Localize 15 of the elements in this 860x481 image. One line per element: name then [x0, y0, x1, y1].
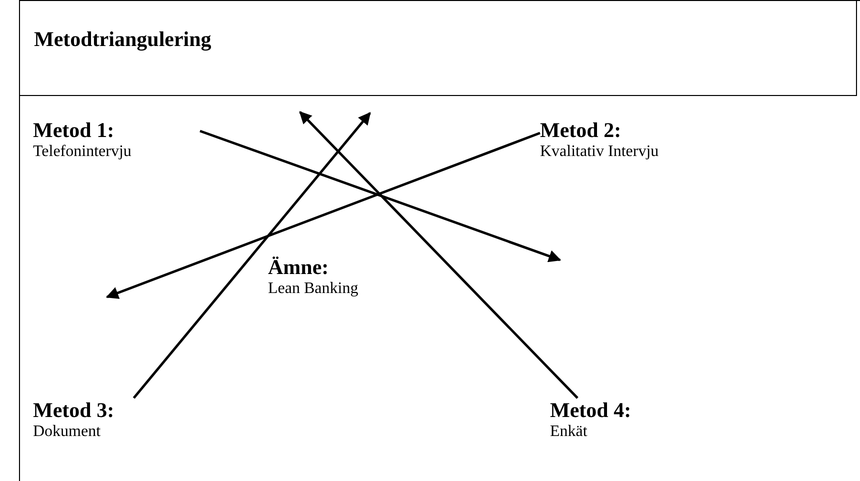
method-text: Telefonintervju — [33, 142, 132, 162]
method-heading: Metod 1: — [33, 118, 116, 142]
diagram-title: Metodtriangulering — [34, 26, 212, 53]
method-text: Enkät — [550, 422, 588, 442]
method-heading: Metod 4: — [550, 398, 632, 422]
method-heading: Ämne: — [268, 255, 330, 279]
arrow — [200, 130, 562, 262]
arrow — [106, 132, 540, 299]
arrow — [132, 112, 371, 399]
method-text: Kvalitativ Intervju — [540, 142, 660, 162]
method-text: Dokument — [33, 422, 102, 442]
method-text: Lean Banking — [268, 279, 360, 299]
method-heading: Metod 2: — [540, 118, 622, 142]
arrow — [299, 111, 578, 399]
method-heading: Metod 3: — [33, 398, 116, 422]
